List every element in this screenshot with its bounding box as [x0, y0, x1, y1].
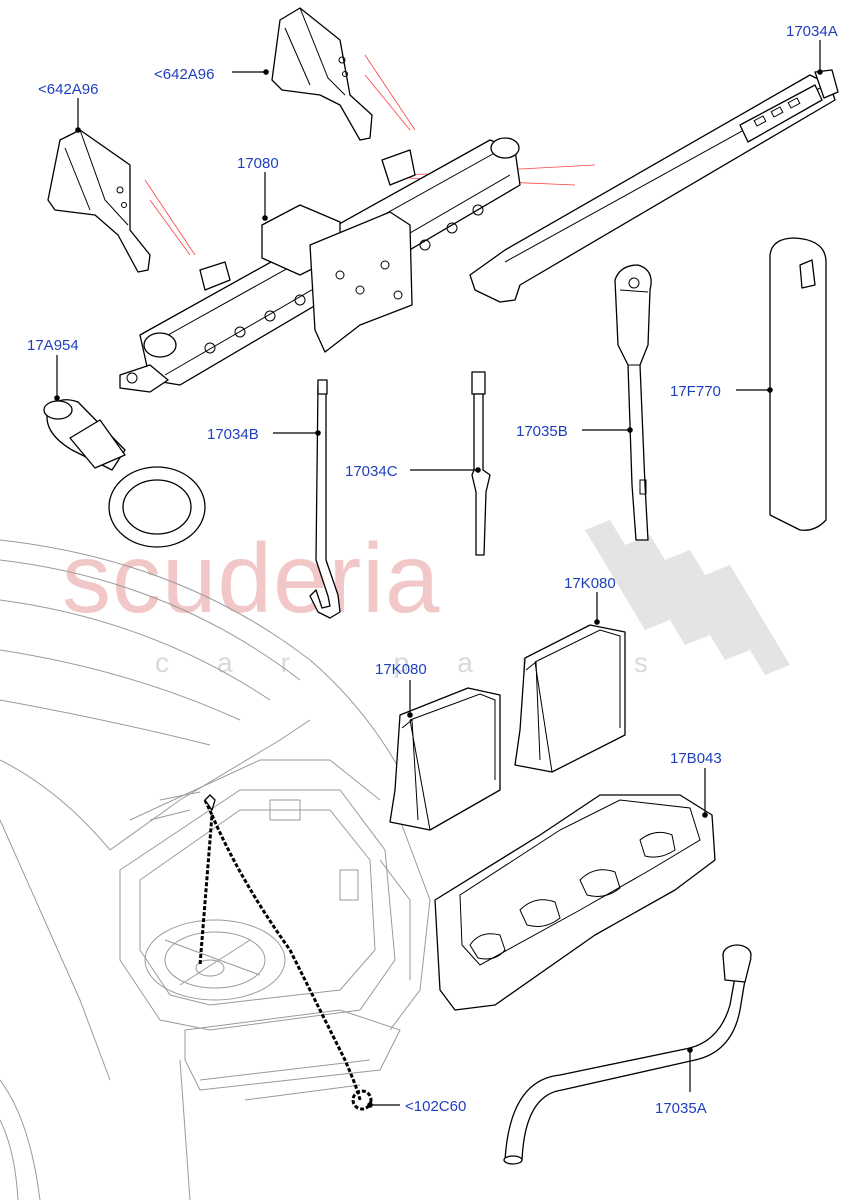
- foam-block-right: [514, 624, 626, 773]
- wheel-nut-wrench: [503, 944, 752, 1165]
- tool-bag: [769, 237, 827, 531]
- label-17034c: 17034C: [345, 463, 398, 480]
- label-17k080-left: 17K080: [375, 661, 427, 678]
- label-17k080-right: 17K080: [564, 575, 616, 592]
- label-17034a: 17034A: [786, 23, 838, 40]
- foam-block-left: [389, 687, 501, 831]
- bracket-right: [271, 7, 373, 141]
- watermark-brand: scuderia: [62, 523, 440, 633]
- label-17035b: 17035B: [516, 423, 568, 440]
- label-17080: 17080: [237, 155, 279, 172]
- towing-eye: [43, 399, 206, 548]
- extension-bar-b: [309, 379, 341, 619]
- bracket-left: [47, 129, 151, 273]
- label-17a954: 17A954: [27, 337, 79, 354]
- checkered-flag-icon: [585, 520, 790, 675]
- label-17035a: 17035A: [655, 1100, 707, 1117]
- leader-lines: [54, 40, 823, 1108]
- jack: [119, 137, 521, 393]
- label-17034b: 17034B: [207, 426, 259, 443]
- label-642a96-left: <642A96: [38, 81, 98, 98]
- vehicle-rear: [0, 539, 431, 1200]
- wheel-brace: [469, 69, 839, 303]
- tow-cord: [198, 794, 373, 1111]
- part-labels: <642A96 <642A96 17080 17034A 17A954 1703…: [27, 23, 838, 1117]
- label-642a96-right: <642A96: [154, 66, 214, 83]
- label-17b043: 17B043: [670, 750, 722, 767]
- watermark: scuderia car parts: [62, 520, 790, 678]
- label-102c60: <102C60: [405, 1098, 466, 1115]
- socket-handle: [614, 264, 652, 541]
- extension-bar-c: [471, 371, 491, 556]
- storage-tray: [434, 794, 716, 1011]
- label-17f770: 17F770: [670, 383, 721, 400]
